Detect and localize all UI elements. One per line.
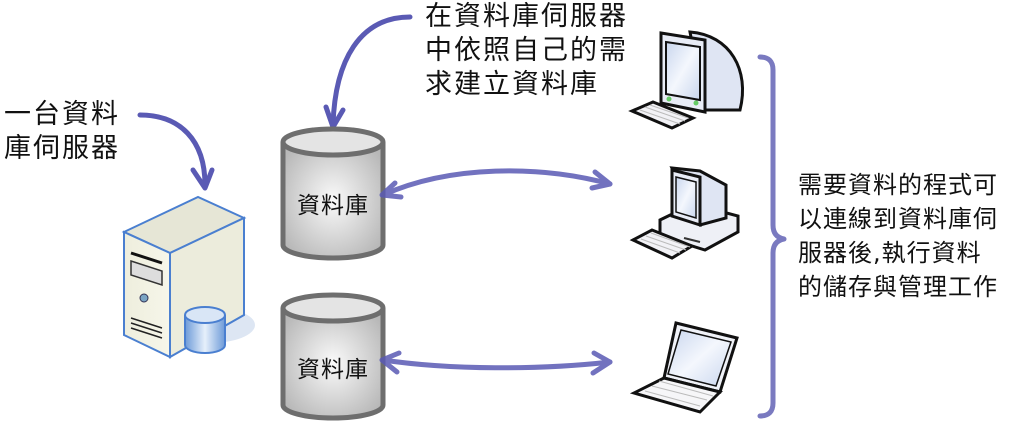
database-cylinder-2 [280, 292, 386, 421]
crt-computer-icon [628, 30, 745, 130]
create-caption-line-3: 求建立資料庫 [425, 69, 599, 100]
desktop-computer-icon [629, 166, 740, 260]
create-caption-line-1: 在資料庫伺服器 [425, 1, 628, 32]
database-cylinder-icon [184, 306, 226, 354]
client-caption-line-1: 需要資料的程式可 [798, 171, 998, 199]
server-caption-line-1: 一台資料 [4, 99, 120, 130]
laptop-computer-icon [629, 321, 739, 414]
create-database-caption: 在資料庫伺服器中依照自己的需求建立資料庫 [425, 0, 628, 102]
create-caption-line-2: 中依照自己的需 [425, 35, 628, 66]
database-cylinder-1 [280, 126, 386, 261]
server-caption: 一台資料庫伺服器 [4, 98, 120, 166]
grouping-brace [757, 54, 787, 419]
client-caption-line-2: 以連線到資料庫伺 [798, 205, 998, 233]
server-caption-line-2: 庫伺服器 [4, 133, 120, 164]
arrow-to-server [137, 112, 215, 191]
client-caption: 需要資料的程式可以連線到資料庫伺服器後,執行資料的儲存與管理工作 [798, 168, 998, 304]
arrow-to-database [323, 14, 413, 130]
database-1-label: 資料庫 [297, 193, 369, 219]
connection-arrow-2 [379, 350, 613, 376]
database-server-icon [121, 195, 255, 359]
client-caption-line-4: 的儲存與管理工作 [798, 273, 998, 301]
database-2-label: 資料庫 [297, 357, 369, 383]
connection-arrow-1 [379, 168, 613, 200]
client-caption-line-3: 服器後,執行資料 [798, 239, 982, 267]
